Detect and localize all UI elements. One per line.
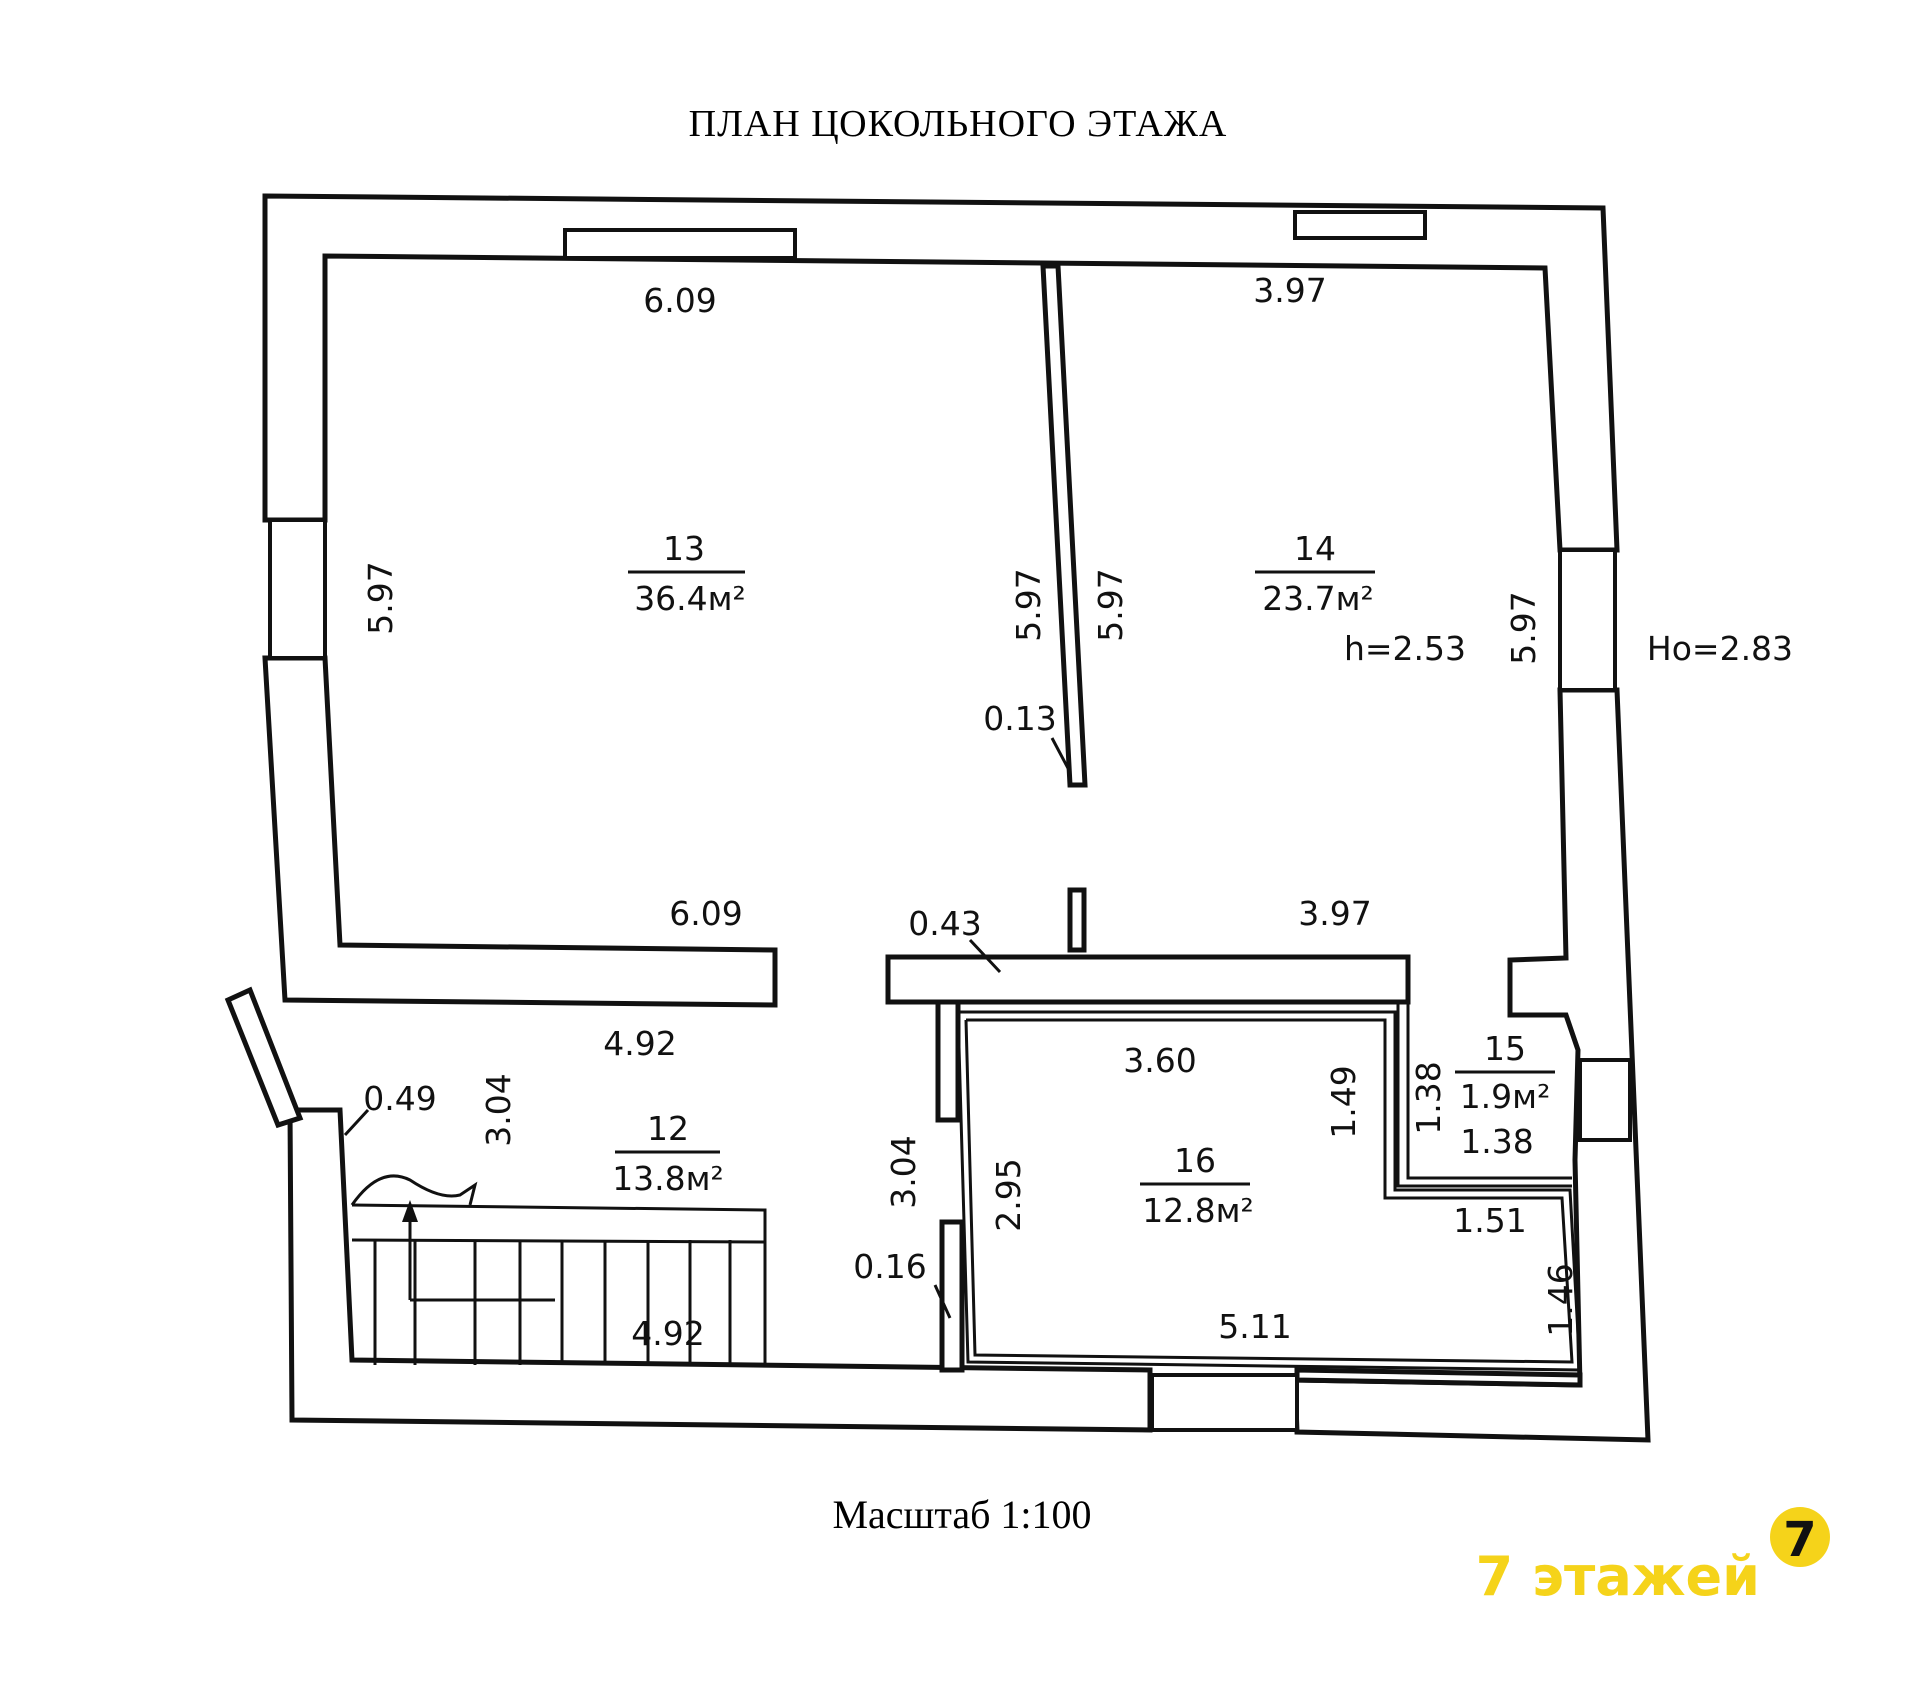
- window-top-left: [563, 228, 797, 260]
- exterior-wall-bottom-right: [1294, 1367, 1583, 1388]
- dim-r16-top: 3.60: [1123, 1041, 1196, 1080]
- dim-r14-bottom: 3.97: [1298, 894, 1371, 933]
- dim-r13-left: 5.97: [361, 561, 400, 634]
- staircase: [350, 1174, 767, 1365]
- room16-outline-outer: [956, 1010, 1582, 1372]
- dim-r14-top: 3.97: [1253, 271, 1326, 310]
- dim-r15-bottom: 1.38: [1460, 1122, 1533, 1161]
- scale-label: Масштаб 1:100: [832, 1492, 1091, 1537]
- partition-stub: [1067, 887, 1087, 953]
- room-number: 13: [663, 529, 705, 568]
- wall-central: [885, 954, 1411, 1005]
- brand-watermark: 7 этажей 7: [1476, 1507, 1830, 1608]
- partition-13-14: [1040, 263, 1088, 788]
- dim-partition: 0.13: [983, 699, 1056, 738]
- wall-016: [939, 1219, 965, 1373]
- entrance-door: [224, 986, 304, 1129]
- wall-central-stub: [935, 999, 961, 1123]
- room15-outline: [1406, 1002, 1572, 1180]
- dim-r15-left: 1.38: [1409, 1061, 1448, 1134]
- brand-text: 7 этажей: [1476, 1545, 1760, 1608]
- window-bottom: [1150, 1373, 1299, 1432]
- dim-r12-wall: 0.49: [363, 1079, 436, 1118]
- room-13-label: 13 36.4м²: [628, 529, 746, 618]
- exterior-wall-top: [262, 193, 1620, 553]
- foundation-height: Hо=2.83: [1647, 629, 1793, 668]
- room-area: 12.8м²: [1142, 1191, 1254, 1230]
- ceiling-height: h=2.53: [1344, 629, 1466, 668]
- dim-r14-left: 5.97: [1091, 568, 1130, 641]
- window-room15: [1578, 1058, 1632, 1142]
- dim-r16-step-top: 1.51: [1453, 1201, 1526, 1240]
- room-area: 1.9м²: [1460, 1077, 1551, 1116]
- dim-r12-top: 4.92: [603, 1024, 676, 1063]
- brand-logo-icon: [1770, 1507, 1830, 1567]
- dim-r14-right: 5.97: [1504, 591, 1543, 664]
- room-number: 15: [1484, 1029, 1526, 1068]
- dim-r16-bottom: 5.11: [1218, 1307, 1291, 1346]
- exterior-wall-right: [1292, 687, 1651, 1443]
- dim-r16-right: 1.49: [1324, 1065, 1363, 1138]
- window-left: [268, 518, 327, 660]
- room-15-label: 15 1.9м²: [1455, 1029, 1555, 1116]
- room-16-label: 16 12.8м²: [1140, 1141, 1254, 1230]
- plan-title: ПЛАН ЦОКОЛЬНОГО ЭТАЖА: [689, 103, 1228, 145]
- dim-r13-bottom: 6.09: [669, 894, 742, 933]
- room-12-label: 12 13.8м²: [612, 1109, 724, 1198]
- room-14-label: 14 23.7м²: [1255, 529, 1375, 618]
- dim-r13-top: 6.09: [643, 281, 716, 320]
- room-number: 12: [647, 1109, 689, 1148]
- room-number: 14: [1294, 529, 1336, 568]
- room16-outline-inner: [964, 1018, 1574, 1364]
- dim-r12-left: 3.04: [479, 1073, 518, 1146]
- dim-r12-bottom: 4.92: [631, 1314, 704, 1353]
- window-top-right: [1293, 210, 1427, 240]
- dim-r13-right: 5.97: [1009, 568, 1048, 641]
- dim-r16-step-right: 1.46: [1541, 1263, 1580, 1336]
- dim-r12-right: 3.04: [884, 1135, 923, 1208]
- dim-wall-016: 0.16: [853, 1247, 926, 1286]
- room-area: 36.4м²: [634, 579, 746, 618]
- window-right: [1558, 548, 1617, 692]
- room-area: 23.7м²: [1262, 579, 1374, 618]
- room-area: 13.8м²: [612, 1159, 724, 1198]
- dim-r16-left: 2.95: [989, 1158, 1028, 1231]
- room15-outline-inner: [1396, 1002, 1572, 1188]
- dim-wall-043: 0.43: [908, 904, 981, 943]
- exterior-wall-bottom: [287, 1107, 1153, 1433]
- room-number: 16: [1174, 1141, 1216, 1180]
- exterior-wall-left-upper: [262, 655, 778, 1008]
- brand-logo-digit: 7: [1783, 1512, 1816, 1568]
